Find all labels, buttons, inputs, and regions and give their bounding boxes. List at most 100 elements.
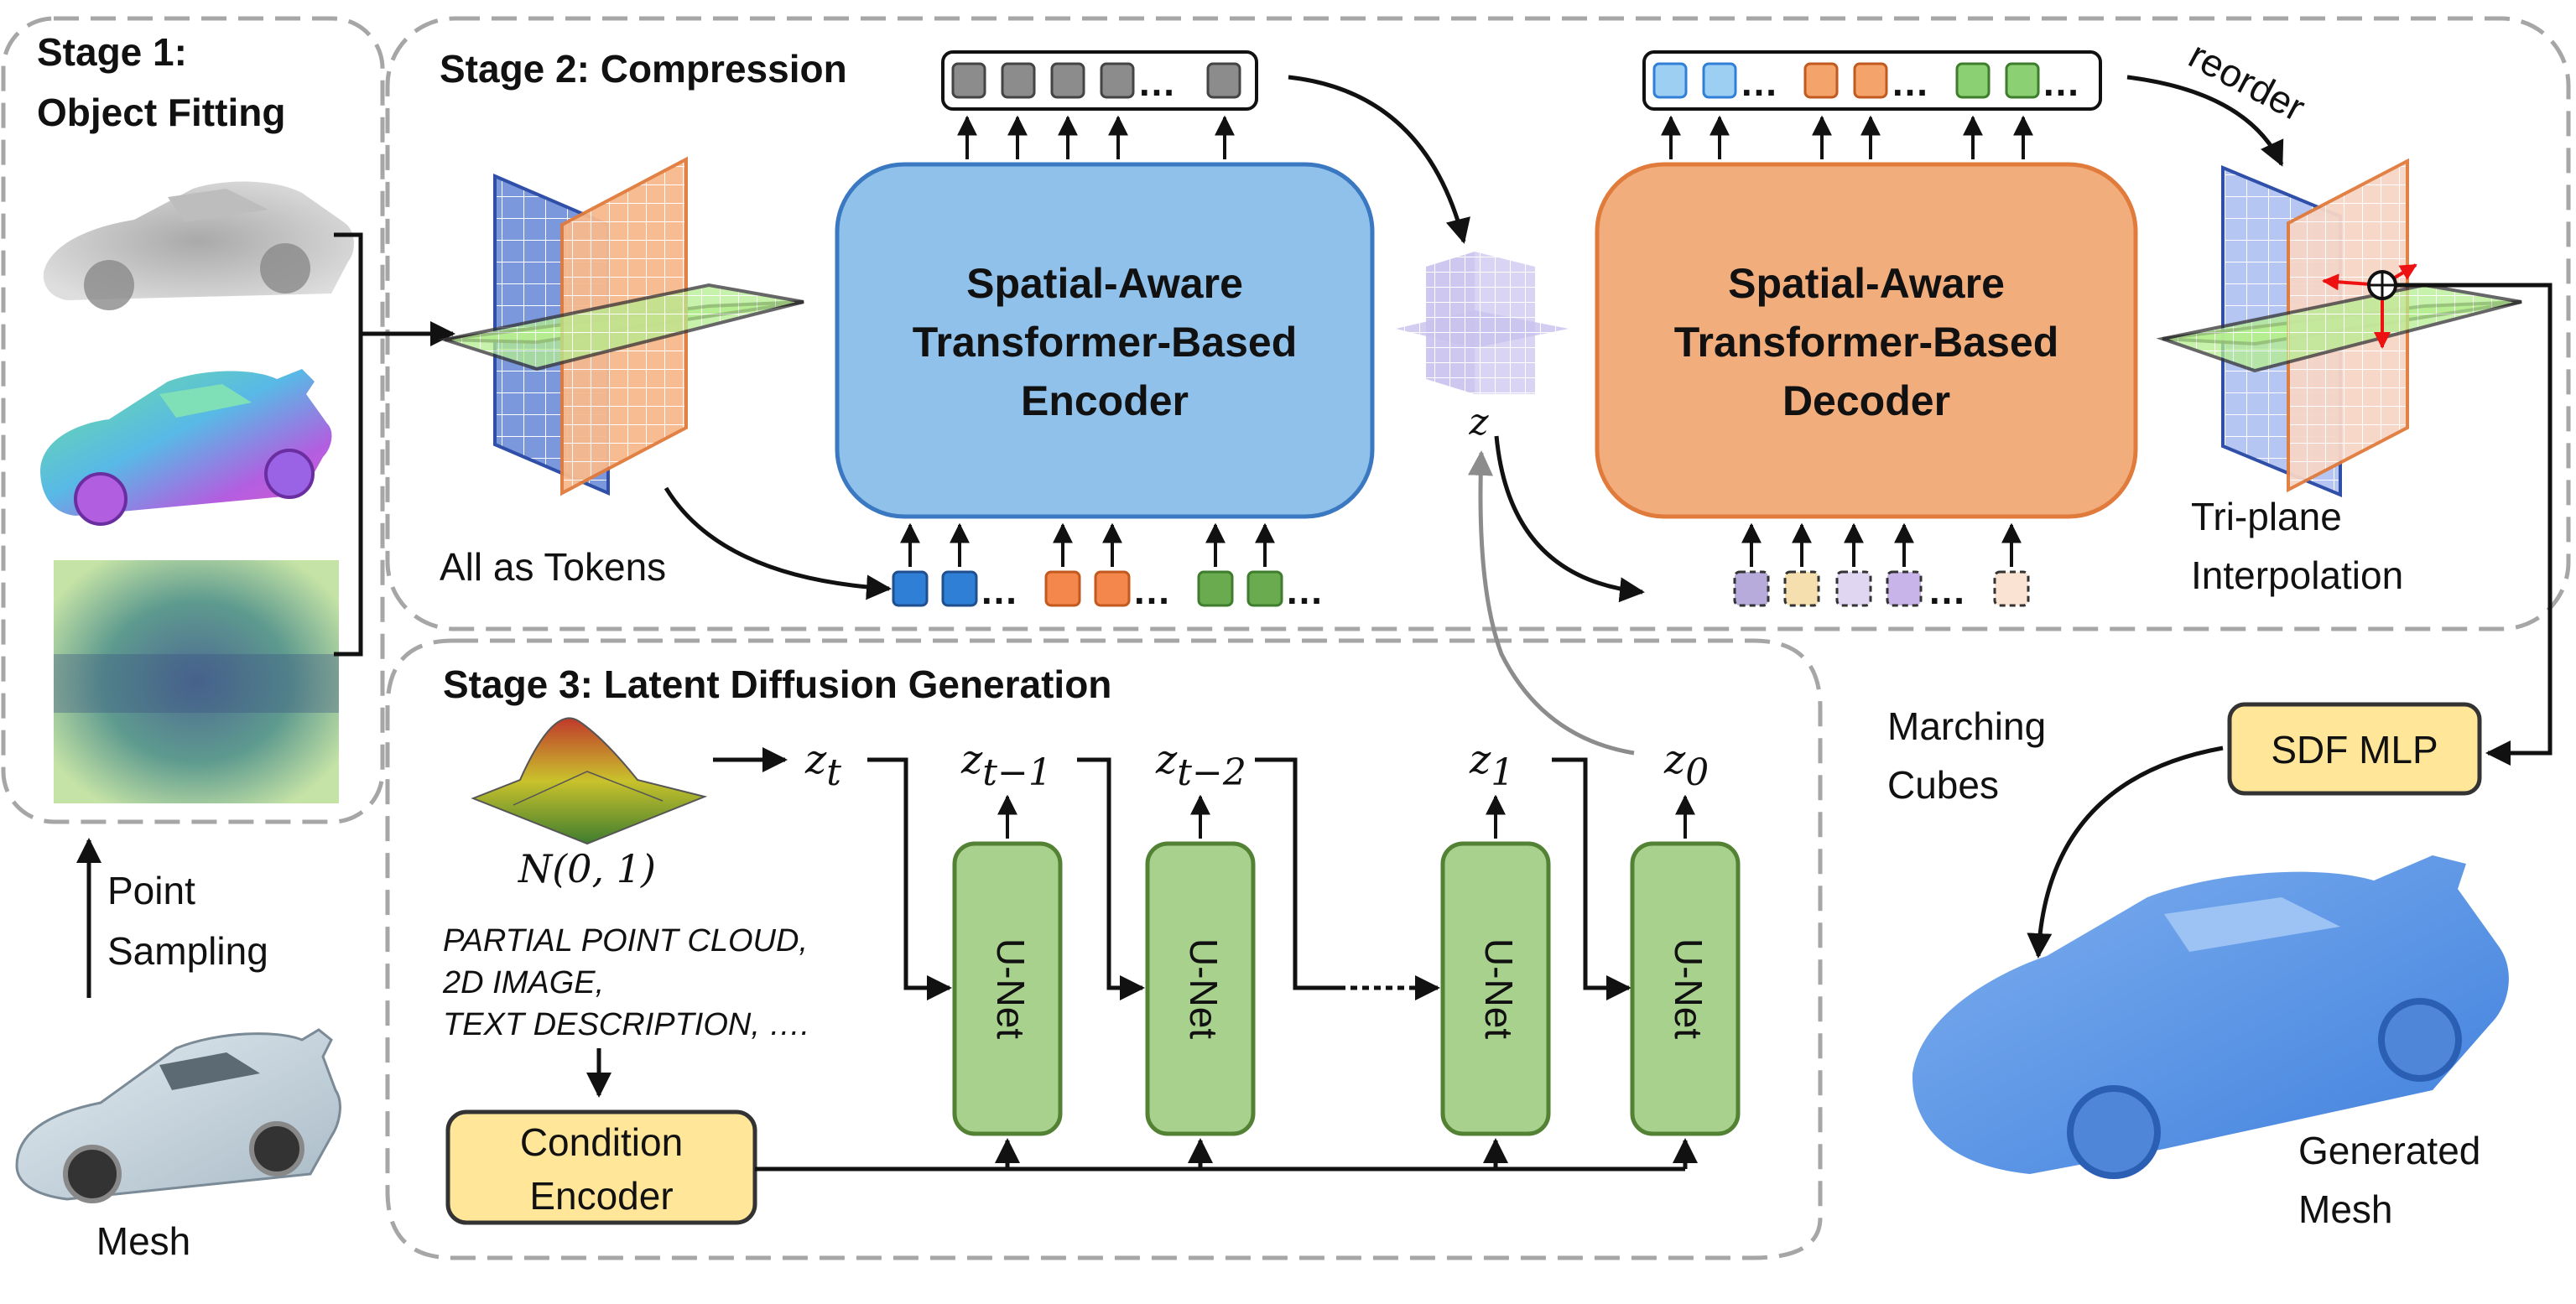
- token-orange: [1044, 570, 1081, 607]
- unet-output-arrows: [997, 794, 1695, 839]
- marching-label-line1: Marching: [1887, 704, 2046, 748]
- decoder-output-arrows: [1661, 115, 2033, 159]
- encoder-output-tokens: …: [941, 50, 1258, 111]
- z0-to-latent-gray-arrow: [1468, 450, 1635, 756]
- token-ellipsis: …: [1137, 60, 1176, 104]
- reorder-arrow: [2126, 75, 2284, 167]
- token-ellipsis: …: [980, 569, 1018, 612]
- unet-block: [952, 841, 1063, 1136]
- token-ellipsis: …: [1928, 569, 1966, 612]
- encoder-block: [835, 162, 1375, 519]
- mesh-label: Mesh: [96, 1219, 190, 1263]
- tokens-arrow: [664, 486, 892, 600]
- decoder-input-tokens: …: [1733, 569, 2030, 612]
- stage2-title: Stage 2: Compression: [440, 47, 847, 91]
- token-gray: [951, 62, 986, 99]
- car-mesh-image: [15, 1028, 341, 1203]
- token-green: [1246, 570, 1283, 607]
- token-light-blue: [1652, 62, 1688, 99]
- sdf-mlp-label: SDF MLP: [2271, 728, 2438, 771]
- unet-label: U-Net: [1477, 938, 1521, 1039]
- token-blue: [941, 570, 978, 607]
- condition-text-line1: PARTIAL POINT CLOUD,: [443, 923, 808, 959]
- token-light-blue: [1702, 62, 1737, 99]
- stage1-title-line1: Stage 1:: [37, 30, 187, 74]
- decoder-label-line2: Transformer-Based: [1674, 319, 2059, 366]
- encoder-output-arrows: [957, 115, 1235, 159]
- token-ellipsis: …: [1740, 60, 1778, 104]
- latent-z-label: z: [1468, 401, 1489, 444]
- token-dashed: [1733, 570, 1770, 607]
- unet-label: U-Net: [1667, 938, 1710, 1039]
- gaussian-surface-icon: [471, 717, 708, 845]
- encoder-input-arrows: [900, 522, 1275, 567]
- condition-text-line3: TEXT DESCRIPTION, ….: [443, 1007, 809, 1042]
- triplane-label-line2: Interpolation: [2191, 553, 2403, 597]
- reorder-label: reorder: [2182, 33, 2312, 130]
- point-sampling-label-line1: Point: [107, 869, 195, 912]
- generated-car-image: [1912, 855, 2509, 1179]
- triplane-label-line1: Tri-plane: [2191, 495, 2342, 538]
- noise-label: N(0, 1): [518, 846, 656, 891]
- unet-blocks: U-Net U-Net U-Net U-Net: [952, 841, 1741, 1136]
- token-gray: [1100, 62, 1135, 99]
- token-dashed: [1993, 570, 2030, 607]
- unet-block: [1145, 841, 1256, 1136]
- token-ellipsis: …: [1132, 569, 1171, 612]
- unet-label: U-Net: [989, 938, 1033, 1039]
- generated-label-line2: Mesh: [2298, 1187, 2392, 1231]
- token-green: [1955, 62, 1991, 99]
- triplane-icon: [438, 156, 804, 496]
- unet-label: U-Net: [1182, 938, 1226, 1039]
- latent-sequence: zt zt−1 zt−2 z1 z0: [804, 736, 1709, 794]
- latent-z1: z1: [1469, 736, 1514, 794]
- decoder-label-line3: Decoder: [1782, 377, 1950, 424]
- unet-block: [1440, 841, 1551, 1136]
- token-gray: [1206, 62, 1241, 99]
- encoder-label-line2: Transformer-Based: [913, 319, 1298, 366]
- marching-label-line2: Cubes: [1887, 763, 1999, 807]
- token-blue: [892, 570, 929, 607]
- token-orange: [1803, 62, 1839, 99]
- latent-zt-2: zt−2: [1155, 736, 1246, 794]
- point-cloud-volume-image: [54, 560, 339, 803]
- token-dashed: [1783, 570, 1820, 607]
- token-gray: [1050, 62, 1085, 99]
- latent-z0: z0: [1663, 736, 1709, 794]
- token-orange: [1094, 570, 1131, 607]
- car-pointcloud-image: [43, 181, 354, 310]
- encoder-input-tokens: … … …: [892, 569, 1324, 612]
- decoder-output-tokens: … … …: [1642, 50, 2102, 111]
- stage1-box: [1, 16, 385, 824]
- encoder-label-line3: Encoder: [1021, 377, 1189, 424]
- condition-encoder-line2: Encoder: [529, 1174, 673, 1218]
- all-as-tokens-label: All as Tokens: [440, 545, 666, 589]
- stage1-title-line2: Object Fitting: [37, 91, 285, 134]
- latent-cube-icon: [1396, 252, 1569, 394]
- car-normal-map-image: [40, 369, 332, 526]
- sdf-mlp-block: [2227, 702, 2482, 796]
- diffusion-connectors: [867, 757, 1631, 1000]
- token-ellipsis: …: [2042, 60, 2080, 104]
- decoder-label-line1: Spatial-Aware: [1728, 260, 2005, 307]
- generated-label-line1: Generated: [2298, 1129, 2480, 1172]
- marching-cubes-arrow: [2027, 746, 2224, 959]
- interp-to-sdf-arrow: [2396, 283, 2553, 766]
- token-green: [1197, 570, 1234, 607]
- stage1-bracket: [334, 232, 363, 657]
- condition-bus: [755, 1138, 1698, 1172]
- to-decoder-arrow: [1494, 435, 1645, 603]
- unet-block: [1630, 841, 1741, 1136]
- token-dashed: [1886, 570, 1923, 607]
- latent-zt: zt: [804, 736, 841, 794]
- token-ellipsis: …: [1891, 60, 1929, 104]
- token-ellipsis: …: [1285, 569, 1324, 612]
- token-dashed: [1835, 570, 1872, 607]
- token-gray: [1001, 62, 1036, 99]
- point-sampling-label-line2: Sampling: [107, 929, 268, 973]
- encoder-label-line1: Spatial-Aware: [966, 260, 1243, 307]
- token-orange: [1853, 62, 1888, 99]
- stage3-title: Stage 3: Latent Diffusion Generation: [443, 662, 1111, 706]
- to-latent-arrow: [1288, 75, 1470, 244]
